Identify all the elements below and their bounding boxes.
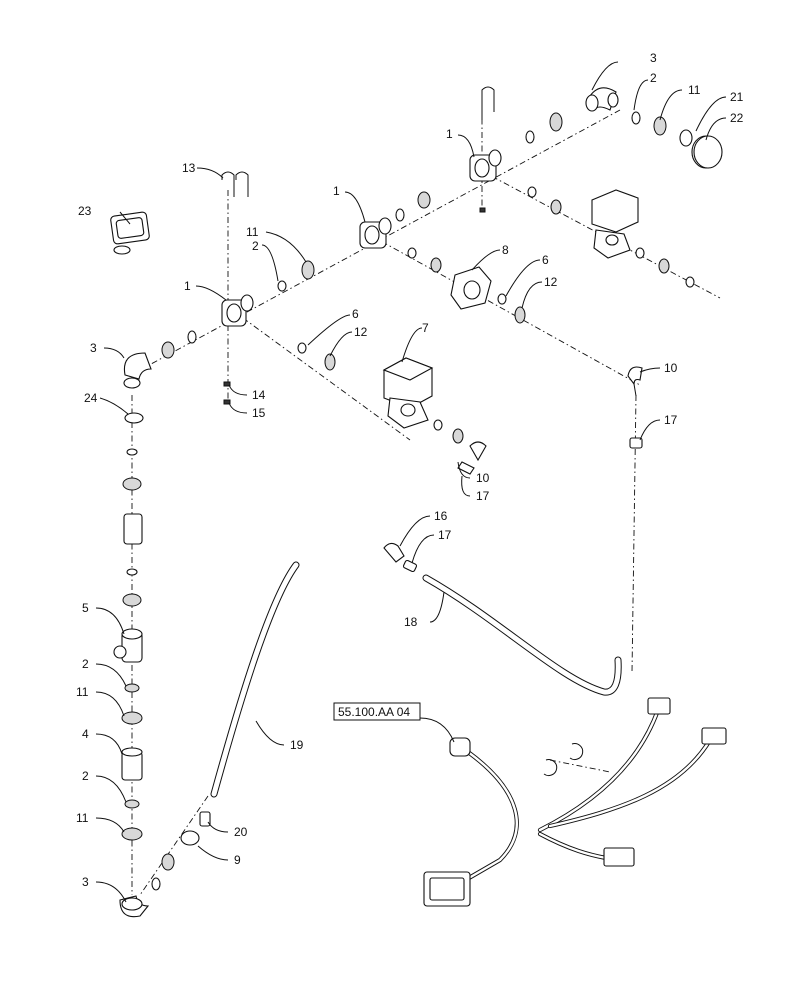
elbow-10-right [627,366,643,397]
callout-11-stack-a: 11 [76,685,89,699]
tee-fitting-middle [359,217,392,249]
hose-19 [210,561,300,798]
gasket-23 [110,211,150,255]
callout-3-bottom: 3 [82,875,89,889]
callout-20: 20 [234,825,248,839]
callout-1-middle: 1 [333,184,340,198]
vertical-fitting-stack [113,412,144,841]
u-bolt-13 [221,171,249,197]
callout-10-lower: 10 [476,471,490,485]
callout-1-right: 1 [446,127,453,141]
valve-body-8 [450,266,492,310]
bulkhead-9 [151,830,200,891]
callout-4: 4 [82,727,89,741]
callout-19: 19 [290,738,304,752]
harness-connectors [423,697,727,907]
callout-2-stack-a: 2 [82,657,89,671]
callout-6-right: 6 [542,253,549,267]
clamp-rings [161,111,721,444]
callout-5: 5 [82,601,89,615]
tee-fitting-right [469,149,502,182]
connector-17-right [629,437,643,449]
callout-11-upper: 11 [246,225,259,239]
wiring-harness [459,707,713,885]
callout-3-left: 3 [90,341,97,355]
callout-3-top-right: 3 [650,51,657,65]
callout-10-right: 10 [664,361,678,375]
callout-12-upper: 12 [354,325,368,339]
callout-17-hose: 17 [438,528,452,542]
elbow-fitting-bottom [119,895,150,918]
callout-11-stack-b: 11 [76,811,89,825]
hose-18 [422,574,622,696]
bolt-14-15 [223,207,486,405]
callout-17-right: 17 [664,413,678,427]
callout-1-left: 1 [184,279,191,293]
callout-7: 7 [422,321,429,335]
callout-2-stack-b: 2 [82,769,89,783]
elbow-10-lower [457,441,487,475]
reference-callout: 55.100.AA 04 [333,702,421,721]
callout-23: 23 [78,204,92,218]
tee-fitting-left [221,294,254,327]
callout-8: 8 [502,243,509,257]
callout-11-top-right: 11 [688,83,701,97]
connector-16-17 [383,542,418,573]
callout-24: 24 [84,391,98,405]
callout-16: 16 [434,509,448,523]
callout-13: 13 [182,161,196,175]
connector-20 [199,811,211,827]
harness-clips [543,743,584,777]
callout-17-lower: 17 [476,489,490,503]
u-bolt-top [481,86,495,120]
callout-14: 14 [252,388,266,402]
callout-15: 15 [252,406,266,420]
cap-22 [693,135,723,169]
elbow-fitting-top-right [585,87,619,112]
callout-9: 9 [234,853,241,867]
elbow-fitting-left [123,352,152,389]
leader-lines [95,61,727,903]
solenoid-valve-7 [382,357,434,429]
callout-labels: 1 1 1 2 2 2 2 3 3 3 4 5 6 6 7 8 9 10 10 … [76,51,744,889]
solenoid-valve-far [591,189,639,259]
callout-18: 18 [404,615,418,629]
callout-21: 21 [730,90,744,104]
callout-6-upper: 6 [352,307,359,321]
reference-label: 55.100.AA 04 [338,705,410,719]
callout-12-right: 12 [544,275,558,289]
callout-2-top-right: 2 [650,71,657,85]
callout-22: 22 [730,111,744,125]
callout-2-upper: 2 [252,239,259,253]
